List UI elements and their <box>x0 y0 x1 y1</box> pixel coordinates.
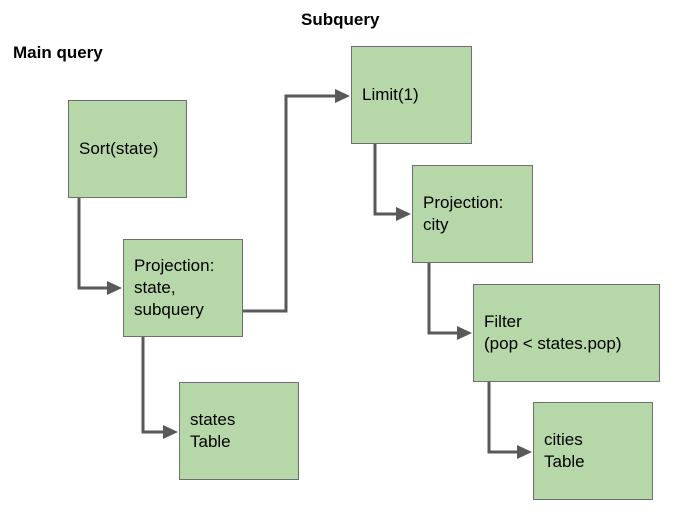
filter-node: Filter (pop < states.pop) <box>473 284 660 382</box>
subquery-heading: Subquery <box>301 10 380 29</box>
projection-sub-node: Projection: city <box>412 165 533 263</box>
edge-limit-to-projection-sub <box>373 144 397 216</box>
main-query-heading: Main query <box>13 43 103 62</box>
edge-projection-sub-to-filter <box>427 263 458 335</box>
sort-node-label: Sort(state) <box>79 139 159 158</box>
arrowhead-filter-to-cities <box>517 445 532 459</box>
states-table-node: states Table <box>179 382 299 480</box>
arrowhead-projection-main-to-states <box>163 425 178 439</box>
limit-node-label: Limit(1) <box>362 85 419 104</box>
arrowhead-limit-to-projection-sub <box>396 207 411 221</box>
edge-projection-main-to-states <box>141 337 164 434</box>
limit-node: Limit(1) <box>351 46 472 144</box>
arrowhead-projection-sub-to-filter <box>457 326 472 340</box>
sort-node: Sort(state) <box>68 100 187 198</box>
cities-table-node: cities Table <box>533 402 653 500</box>
projection-sub-node-label: Projection: city <box>423 193 504 234</box>
edge-sort-to-projection-main <box>77 198 108 290</box>
arrowhead-sort-to-projection-main <box>107 281 122 295</box>
arrowhead-subquery-to-limit <box>335 89 350 103</box>
edge-filter-to-cities <box>487 382 518 454</box>
projection-main-node-label: Projection: state, subquery <box>134 256 215 319</box>
projection-main-node: Projection: state, subquery <box>123 239 243 337</box>
states-table-node-label: states Table <box>190 410 236 451</box>
filter-node-label: Filter (pop < states.pop) <box>484 312 622 353</box>
cities-table-node-label: cities Table <box>544 430 585 471</box>
